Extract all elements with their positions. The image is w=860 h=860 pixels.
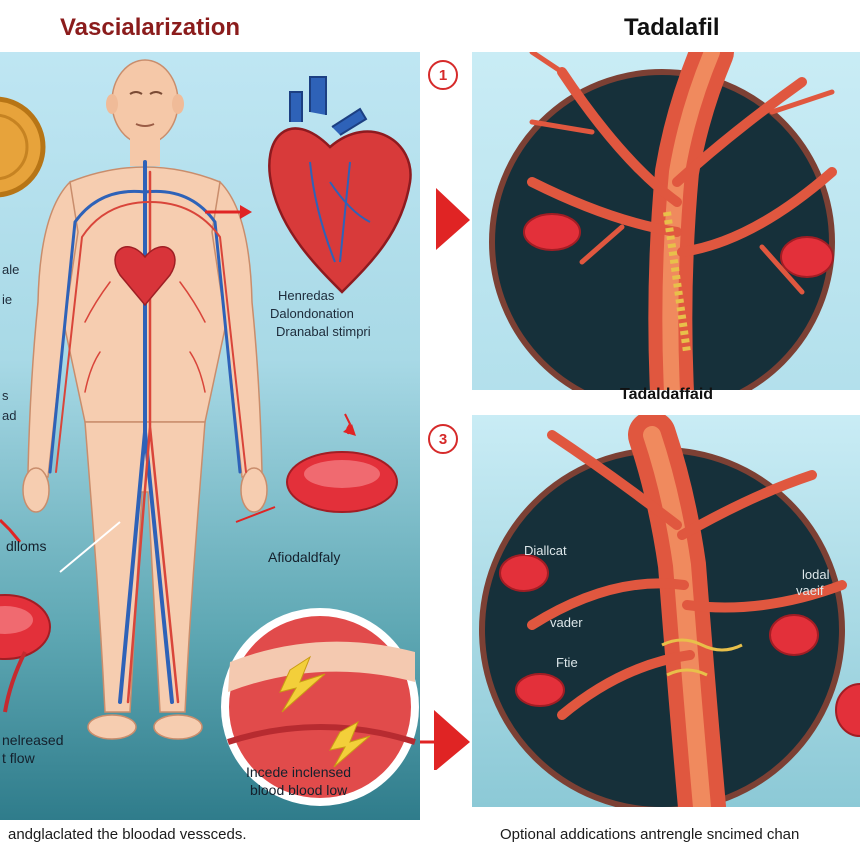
left-edge-label-a: ale <box>2 262 20 277</box>
dilemma-label: dlloms <box>6 538 47 554</box>
tadalafil-panel <box>472 52 860 390</box>
artery-zoom-top <box>489 52 837 390</box>
left-title: Vascialarization <box>60 14 241 41</box>
red-cell-right-icon <box>780 236 834 278</box>
increased-label-line1: nelreased <box>2 732 64 748</box>
left-caption: andglaclated the bloodad vessceds. <box>8 826 247 843</box>
coin-icon <box>0 96 46 198</box>
vader-label: vader <box>550 615 583 630</box>
red-cell-left-icon <box>523 213 581 251</box>
tadaldaffaid-panel: Diallcat vader Ftie lodal vaeif <box>472 415 860 807</box>
left-edge-label-d: ad <box>2 408 17 423</box>
down-arrow-icon <box>343 424 356 436</box>
left-edge-label-c: s <box>2 388 9 403</box>
ftie-label: Ftie <box>556 655 578 670</box>
dialleat-label: Diallcat <box>524 543 567 558</box>
afoodabitaly-label: Afiodaldfaly <box>268 549 341 565</box>
red-cell-c-icon <box>769 614 819 656</box>
vessel-cross-section <box>221 608 419 806</box>
right-mid-title: Tadaldaffaid <box>620 386 714 403</box>
incade-label-line2: blood blood low <box>250 782 348 798</box>
increased-label-line2: t flow <box>2 750 35 766</box>
red-cell-a-icon <box>499 554 549 592</box>
vaeif-label-line2: vaeif <box>796 583 824 598</box>
right-caption: Optional addications antrengle sncimed c… <box>500 826 800 843</box>
step-badge-3: 3 <box>428 424 458 454</box>
panel-arrows <box>420 188 470 770</box>
red-cell-d-icon <box>835 683 860 737</box>
top-arrow-icon <box>436 188 470 250</box>
right-top-title: Tadalafil <box>624 14 720 41</box>
artery-zoom-bottom <box>479 415 860 807</box>
vaeif-label-line1: lodal <box>802 567 830 582</box>
red-cell-b-icon <box>515 673 565 707</box>
heart-label-line3: Dranabal stimpri <box>276 324 371 339</box>
incade-label-line1: Incede inclensed <box>246 764 352 780</box>
body-illustration <box>0 59 419 806</box>
step-badge-1: 1 <box>428 60 458 90</box>
left-edge-label-b: ie <box>2 292 13 307</box>
body-illustration-panel: Henredas Dalondonation Dranabal stimpri … <box>0 52 420 820</box>
left-arrow-icon <box>0 518 22 543</box>
chest-heart-icon <box>114 246 176 307</box>
bottom-arrow-icon <box>434 710 470 770</box>
heart-label-line1: Henredas <box>278 288 335 303</box>
pointer-line-icon <box>59 521 121 573</box>
heart-illustration <box>268 76 412 294</box>
heart-label-line2: Dalondonation <box>270 306 354 321</box>
